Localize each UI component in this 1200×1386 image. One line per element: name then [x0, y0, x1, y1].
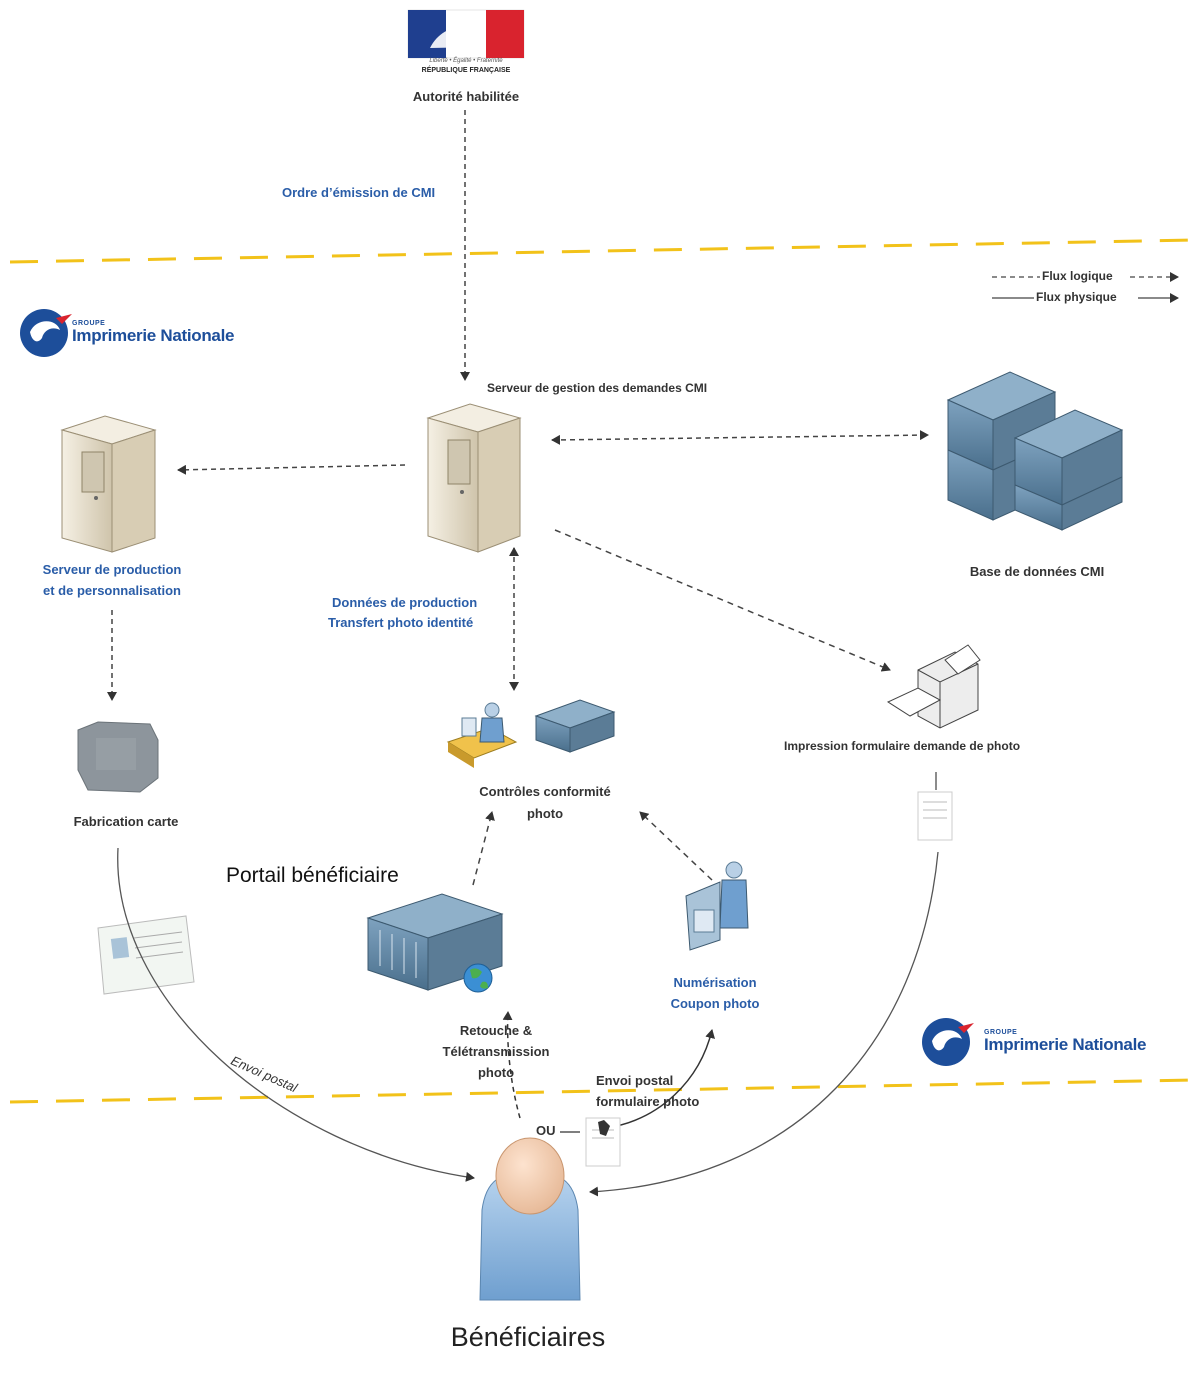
request-server-label: Serveur de gestion des demandes CMI	[487, 381, 708, 395]
scan-label-2: Coupon photo	[670, 996, 760, 1011]
arrow-server-database	[551, 430, 929, 445]
marianne-republic: RÉPUBLIQUE FRANÇAISE	[421, 67, 511, 74]
production-server-icon	[60, 415, 157, 553]
authority-label: Autorité habilitée	[412, 89, 520, 104]
arrow-portal-checks	[472, 811, 495, 886]
arrow-card-postal	[117, 847, 475, 1182]
zone-separator-top	[9, 238, 1196, 264]
card-fabrication-label: Fabrication carte	[73, 814, 179, 829]
arrow-form-postal	[589, 851, 939, 1197]
request-server-icon	[426, 403, 522, 553]
portal-title: Portail bénéficiaire	[226, 864, 399, 887]
brand-group-bottom: GROUPE	[984, 1029, 1018, 1036]
imprimerie-logo-mark-top	[20, 309, 72, 357]
retouch-label-1: Retouche &	[459, 1023, 533, 1038]
identity-card-icon	[97, 915, 195, 995]
or-label: OU	[536, 1123, 556, 1138]
beneficiaries-label: Bénéficiaires	[450, 1322, 606, 1352]
scan-label-1: Numérisation	[673, 975, 757, 990]
card-machine-icon	[77, 721, 159, 793]
imprimerie-logo-mark-bottom	[922, 1018, 974, 1066]
globe-icon	[463, 963, 493, 993]
arrow-upload-retouch	[502, 1011, 521, 1119]
photo-transfer-label: Transfert photo identité	[328, 615, 474, 630]
photo-checks-label-1: Contrôles conformité	[479, 784, 611, 799]
order-flow-label: Ordre d’émission de CMI	[282, 185, 436, 200]
print-form-label: Impression formulaire demande de photo	[784, 739, 1021, 753]
arrow-server-production	[177, 464, 406, 475]
postal-form-label-1: Envoi postal	[596, 1073, 674, 1088]
photo-checks-label-2: photo	[526, 806, 564, 821]
retouch-label-2: Télétransmission	[442, 1044, 550, 1059]
database-label: Base de données CMI	[969, 564, 1105, 579]
arrow-scan-checks	[639, 811, 713, 881]
production-server-label-2: et de personnalisation	[43, 583, 181, 598]
brand-name-bottom: Imprimerie Nationale	[984, 1035, 1147, 1054]
photo-check-server-icon	[534, 699, 616, 753]
marianne-motto: Liberté • Égalité • Fraternité	[429, 58, 503, 64]
arrow-server-printer	[554, 529, 891, 672]
beneficiary-icon	[479, 1137, 581, 1301]
zone-separator-bottom	[9, 1078, 1196, 1104]
printer-icon	[886, 644, 981, 729]
postal-form-label-2: formulaire photo	[596, 1094, 700, 1109]
photo-coupon-icon	[585, 1117, 621, 1167]
brand-group-top: GROUPE	[72, 320, 106, 327]
operator-desk-icon	[446, 702, 518, 768]
legend-physical: Flux physique	[1036, 290, 1117, 304]
legend-logical: Flux logique	[1042, 269, 1113, 283]
scanner-operator-icon	[685, 861, 749, 951]
production-server-label-1: Serveur de production	[42, 562, 182, 577]
brand-name-top: Imprimerie Nationale	[72, 326, 235, 345]
production-data-label: Données de production	[332, 595, 478, 610]
arrow-postal-scan	[605, 1029, 715, 1129]
retouch-label-3: photo	[477, 1065, 515, 1080]
marianne-logo	[407, 9, 525, 59]
database-icon	[946, 371, 1124, 531]
printed-form-icon	[917, 791, 953, 841]
